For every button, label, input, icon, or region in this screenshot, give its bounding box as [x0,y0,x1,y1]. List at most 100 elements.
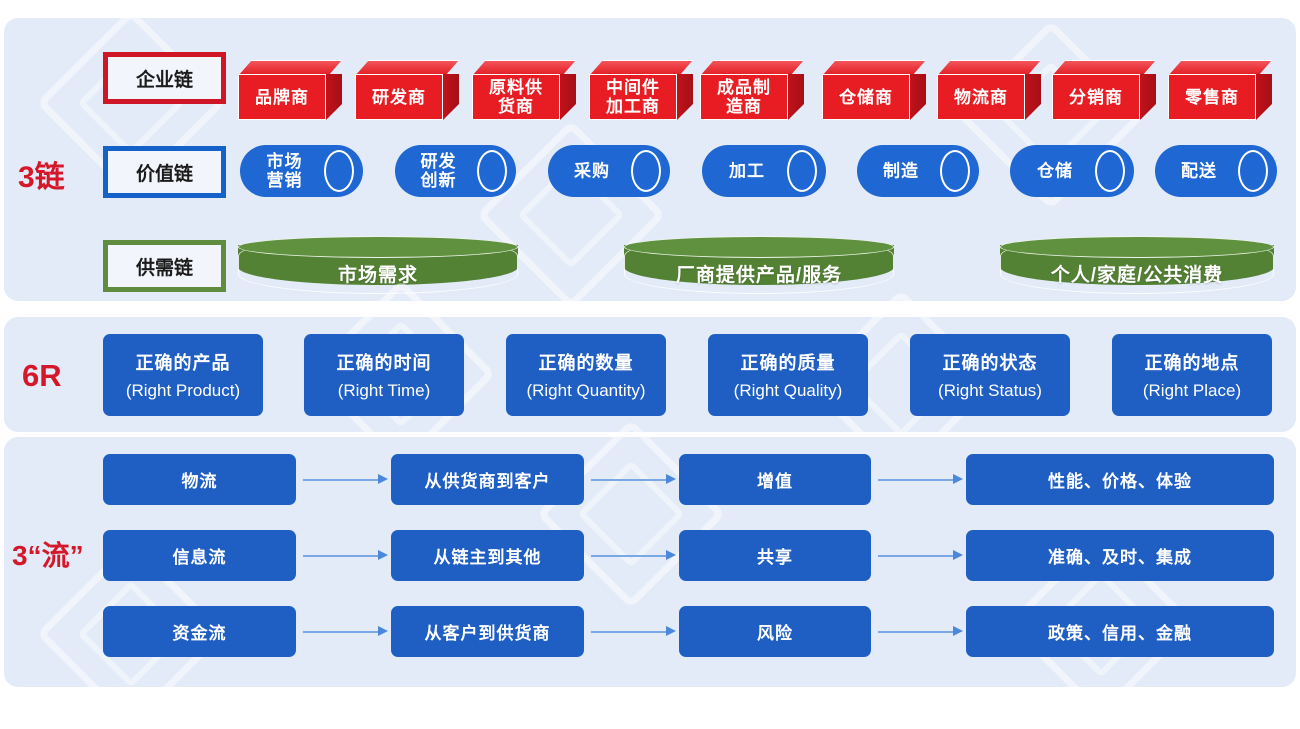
arrow-line [591,479,667,481]
six-r-card[interactable]: 正确的质量 (Right Quality) [708,334,868,416]
cube-top-face [589,60,693,76]
cylinder-label: 市场 营销 [266,152,303,190]
diagram-canvas: 3链 企业链 品牌商 研发商 原料供 货商 中间件 加工商 成品制 造商 仓储商… [0,0,1300,704]
flow-arrow [878,626,963,637]
enterprise-node-cube[interactable]: 零售商 [1168,60,1272,120]
flow-arrow [878,550,963,561]
flow-nature-cell[interactable]: 风险 [679,606,871,657]
six-r-card[interactable]: 正确的地点 (Right Place) [1112,334,1272,416]
enterprise-node-cube[interactable]: 仓储商 [822,60,926,120]
cylinder-cap-ellipse [477,150,507,192]
enterprise-node-cube[interactable]: 中间件 加工商 [589,60,693,120]
six-r-card-en: (Right Status) [938,381,1042,400]
flow-type-cell[interactable]: 信息流 [103,530,296,581]
enterprise-node-cube[interactable]: 原料供 货商 [472,60,576,120]
cylinder-label: 加工 [729,161,765,181]
cube-front-face: 仓储商 [822,74,910,120]
disk-label: 个人/家庭/公共消费 [1050,264,1224,286]
cube-side-face [1140,74,1156,120]
cylinder-label: 研发 创新 [420,152,457,190]
flow-direction-cell[interactable]: 从链主到其他 [391,530,584,581]
six-r-card[interactable]: 正确的数量 (Right Quantity) [506,334,666,416]
supply-demand-node-disk[interactable]: 市场需求 [238,236,518,294]
chain-label-enterprise: 企业链 [103,52,226,104]
cube-side-face [788,74,804,120]
six-r-card-cn: 正确的地点 [1144,353,1240,373]
enterprise-node-cube[interactable]: 分销商 [1052,60,1156,120]
cube-top-face [700,60,804,76]
supply-demand-node-disk[interactable]: 个人/家庭/公共消费 [1000,236,1274,294]
disk-label: 市场需求 [337,264,418,286]
flow-nature-cell[interactable]: 共享 [679,530,871,581]
flow-arrow [591,626,676,637]
cylinder-label: 配送 [1181,161,1217,181]
flow-arrow [878,474,963,485]
six-r-card-en: (Right Time) [337,381,431,400]
enterprise-node-cube[interactable]: 成品制 造商 [700,60,804,120]
cube-top-face [1052,60,1156,76]
cylinder-cap-ellipse [631,150,661,192]
flow-arrow [303,550,388,561]
six-r-card-cn: 正确的时间 [336,353,432,373]
disk-top-ellipse [1000,236,1274,258]
arrow-line [878,479,954,481]
six-r-card[interactable]: 正确的产品 (Right Product) [103,334,263,416]
group-label-three-flows: 3“流” [12,540,84,571]
cube-front-face: 中间件 加工商 [589,74,677,120]
arrow-head-icon [953,474,963,484]
cylinder-label: 采购 [574,161,610,181]
arrow-head-icon [378,550,388,560]
six-r-card-en: (Right Product) [125,381,241,400]
cube-front-face: 研发商 [355,74,443,120]
cube-front-face: 物流商 [937,74,1025,120]
cube-side-face [326,74,342,120]
cube-side-face [910,74,926,120]
arrow-line [878,631,954,633]
cube-top-face [822,60,926,76]
group-label-three-chains: 3链 [18,161,65,194]
disk-label: 厂商提供产品/服务 [675,264,843,286]
arrow-line [591,555,667,557]
disk-top-ellipse [624,236,894,258]
enterprise-node-cube[interactable]: 品牌商 [238,60,342,120]
value-node-cylinder[interactable]: 配送 [1155,145,1277,197]
enterprise-node-cube[interactable]: 物流商 [937,60,1041,120]
flow-direction-cell[interactable]: 从供货商到客户 [391,454,584,505]
cube-front-face: 分销商 [1052,74,1140,120]
value-node-cylinder[interactable]: 仓储 [1010,145,1134,197]
value-node-cylinder[interactable]: 研发 创新 [395,145,516,197]
six-r-card-en: (Right Quality) [733,381,843,400]
supply-demand-node-disk[interactable]: 厂商提供产品/服务 [624,236,894,294]
flow-attributes-cell[interactable]: 准确、及时、集成 [966,530,1274,581]
six-r-card[interactable]: 正确的时间 (Right Time) [304,334,464,416]
value-node-cylinder[interactable]: 采购 [548,145,670,197]
arrow-line [591,631,667,633]
flow-arrow [303,626,388,637]
value-node-cylinder[interactable]: 制造 [857,145,979,197]
arrow-head-icon [953,626,963,636]
flow-nature-cell[interactable]: 增值 [679,454,871,505]
arrow-line [303,631,379,633]
flow-attributes-cell[interactable]: 性能、价格、体验 [966,454,1274,505]
arrow-line [303,555,379,557]
cube-front-face: 品牌商 [238,74,326,120]
six-r-card-cn: 正确的产品 [135,353,231,373]
flow-arrow [591,474,676,485]
cube-top-face [937,60,1041,76]
flow-type-cell[interactable]: 物流 [103,454,296,505]
flow-direction-cell[interactable]: 从客户到供货商 [391,606,584,657]
value-node-cylinder[interactable]: 市场 营销 [240,145,363,197]
cylinder-cap-ellipse [1238,150,1268,192]
flow-arrow [303,474,388,485]
value-node-cylinder[interactable]: 加工 [702,145,826,197]
cube-top-face [1168,60,1272,76]
flow-arrow [591,550,676,561]
cube-side-face [1256,74,1272,120]
six-r-card-cn: 正确的数量 [538,353,634,373]
cylinder-cap-ellipse [324,150,354,192]
group-label-six-r: 6R [22,358,62,393]
six-r-card[interactable]: 正确的状态 (Right Status) [910,334,1070,416]
enterprise-node-cube[interactable]: 研发商 [355,60,459,120]
flow-type-cell[interactable]: 资金流 [103,606,296,657]
flow-attributes-cell[interactable]: 政策、信用、金融 [966,606,1274,657]
